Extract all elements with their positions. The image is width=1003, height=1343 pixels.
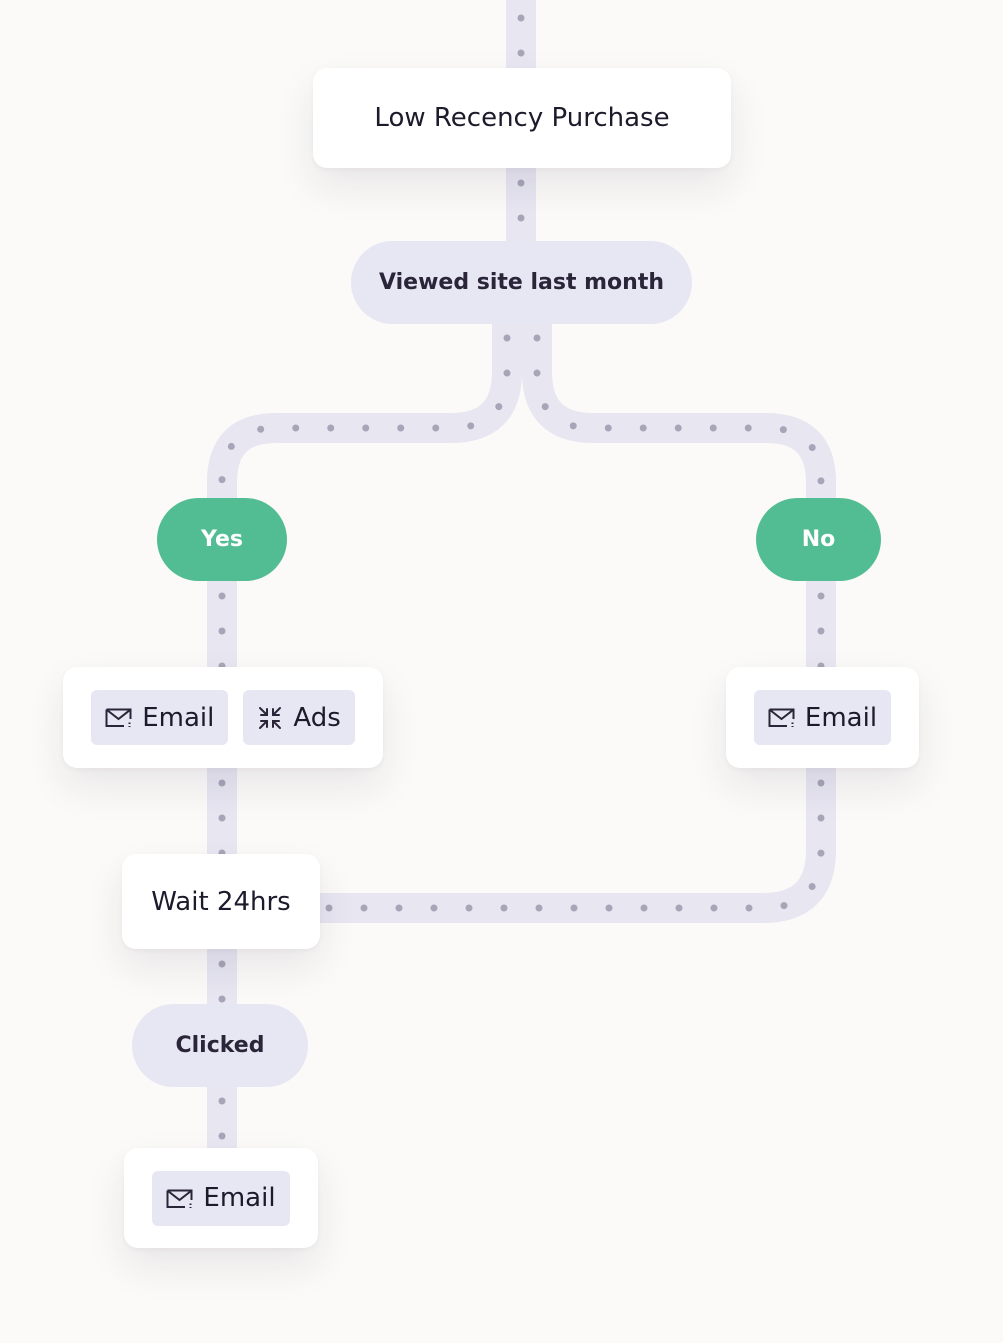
branch-yes-pill[interactable]: Yes: [157, 498, 287, 581]
wait-label: Wait 24hrs: [151, 886, 291, 917]
email-action-label: Email: [804, 702, 878, 733]
branch-no-label: No: [801, 527, 836, 552]
email-action-chip[interactable]: Email: [152, 1170, 290, 1226]
branch-yes-label: Yes: [201, 527, 243, 552]
email-icon: [166, 1188, 193, 1209]
track-to-yes-dots: [218, 316, 511, 506]
track-to-yes: [207, 320, 522, 502]
ads-action-label: Ads: [293, 702, 341, 733]
email-icon: [768, 707, 795, 728]
track-no-merge: [318, 765, 836, 923]
track-to-no: [522, 320, 836, 502]
wait-card[interactable]: Wait 24hrs: [122, 854, 320, 949]
condition-pill[interactable]: Viewed site last month: [351, 241, 692, 324]
branch-no-pill[interactable]: No: [756, 498, 881, 581]
yes-actions-card: Email Ads: [63, 667, 383, 768]
trigger-label: Low Recency Purchase: [374, 103, 670, 133]
final-actions-card: Email: [124, 1148, 318, 1248]
no-actions-card: Email: [726, 667, 919, 768]
email-action-chip[interactable]: Email: [753, 690, 892, 745]
email-action-label: Email: [142, 702, 215, 733]
track-no-merge-dots: [314, 761, 825, 912]
ads-action-chip[interactable]: Ads: [243, 690, 355, 745]
trigger-card[interactable]: Low Recency Purchase: [313, 68, 731, 168]
track-to-no-dots: [533, 316, 825, 506]
ads-icon: [257, 705, 283, 731]
condition-label: Viewed site last month: [378, 270, 665, 295]
clicked-condition-pill[interactable]: Clicked: [132, 1004, 308, 1087]
email-icon: [105, 707, 132, 728]
clicked-condition-label: Clicked: [175, 1033, 265, 1058]
email-action-label: Email: [203, 1183, 276, 1213]
email-action-chip[interactable]: Email: [91, 690, 229, 745]
